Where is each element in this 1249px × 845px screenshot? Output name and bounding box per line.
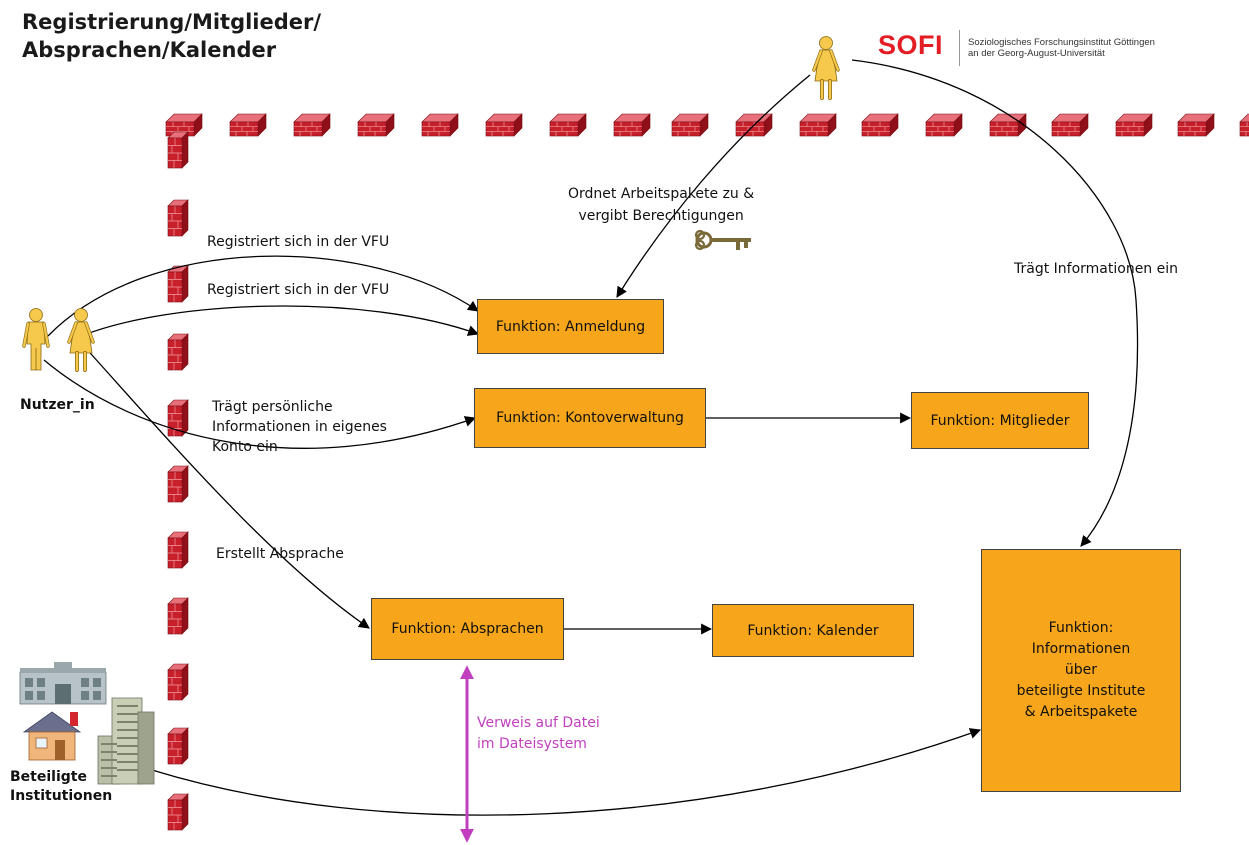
house-icon [22, 711, 82, 761]
file-reference-label-line-2: im Dateisystem [477, 736, 587, 752]
box-informationen-line-4: beteiligte Institute [1016, 683, 1146, 699]
connectors [43, 59, 1139, 816]
title-line-1: Registrierung/Mitglieder/ [22, 10, 322, 34]
institutions-label-line-2: Institutionen [10, 788, 113, 804]
title-line-2: Absprachen/Kalender [22, 38, 277, 62]
diagram-title: Registrierung/Mitglieder/ Absprachen/Kal… [22, 8, 321, 64]
box-informationen-line-5: & Arbeitspakete [1024, 704, 1138, 720]
firewall-top [165, 113, 1249, 137]
box-absprachen[interactable]: Funktion: Absprachen [371, 598, 564, 660]
file-reference-label-line-1: Verweis auf Datei [477, 715, 600, 731]
box-mitglieder[interactable]: Funktion: Mitglieder [911, 392, 1089, 449]
edge-register-1 [47, 255, 479, 337]
box-informationen-line-2: Informationen [1031, 641, 1131, 657]
edge-label-assign-line-1: Ordnet Arbeitspakete zu & [568, 186, 755, 202]
edge-label-assign-line-2: vergibt Berechtigungen [578, 208, 744, 224]
edge-label-register-2: Registriert sich in der VFU [207, 282, 390, 298]
logo-subtitle-line-1: Soziologisches Forschungsinstitut Göttin… [968, 37, 1155, 48]
file-reference-label: Verweis auf Datei im Dateisystem [477, 713, 600, 755]
edge-agreement [81, 343, 370, 629]
edge-label-agreement: Erstellt Absprache [216, 546, 344, 562]
university-building-icon [19, 662, 107, 705]
edge-personal-info [43, 359, 477, 449]
person-icon [67, 306, 95, 372]
box-kalender-label: Funktion: Kalender [747, 622, 879, 639]
edge-institutions-info [151, 728, 982, 816]
institutions-label-line-1: Beteiligte [10, 769, 87, 785]
edge-admin-anmeldung [616, 74, 811, 298]
sofi-logo: SOFI [878, 30, 944, 60]
edge-label-assign: Ordnet Arbeitspakete zu & vergibt Berech… [568, 183, 754, 227]
admin-person-icon [812, 34, 840, 100]
box-anmeldung-label: Funktion: Anmeldung [495, 318, 646, 335]
edge-label-personal-info: Trägt persönliche Informationen in eigen… [212, 397, 387, 457]
logo-divider [959, 30, 960, 66]
box-informationen[interactable]: Funktion: Informationen über beteiligte … [981, 549, 1181, 792]
firewall-left [167, 131, 189, 831]
edge-label-enters-info: Trägt Informationen ein [1014, 261, 1179, 277]
edge-label-personal-info-line-2: Informationen in eigenes [212, 419, 387, 435]
box-kontoverwaltung-label: Funktion: Kontoverwaltung [496, 410, 684, 426]
office-tower-icon [97, 697, 155, 785]
key-icon [694, 229, 751, 251]
edge-label-register-1: Registriert sich in der VFU [207, 234, 390, 250]
user-label: Nutzer_in [20, 397, 95, 413]
box-kalender[interactable]: Funktion: Kalender [712, 604, 914, 657]
box-anmeldung[interactable]: Funktion: Anmeldung [477, 299, 664, 354]
box-absprachen-label: Funktion: Absprachen [391, 621, 544, 637]
box-informationen-line-1: Funktion: [1048, 620, 1114, 636]
institutions-label: Beteiligte Institutionen [10, 768, 112, 806]
box-mitglieder-label: Funktion: Mitglieder [930, 412, 1070, 429]
edge-admin-info [851, 59, 1139, 547]
box-kontoverwaltung[interactable]: Funktion: Kontoverwaltung [474, 388, 706, 448]
edge-label-personal-info-line-3: Konto ein [212, 439, 278, 455]
box-informationen-line-3: über [1064, 662, 1098, 678]
logo-subtitle: Soziologisches Forschungsinstitut Göttin… [968, 37, 1155, 59]
logo-subtitle-line-2: an der Georg-August-Universität [968, 48, 1105, 59]
edge-label-personal-info-line-1: Trägt persönliche [212, 399, 333, 415]
edge-register-2 [71, 305, 480, 341]
